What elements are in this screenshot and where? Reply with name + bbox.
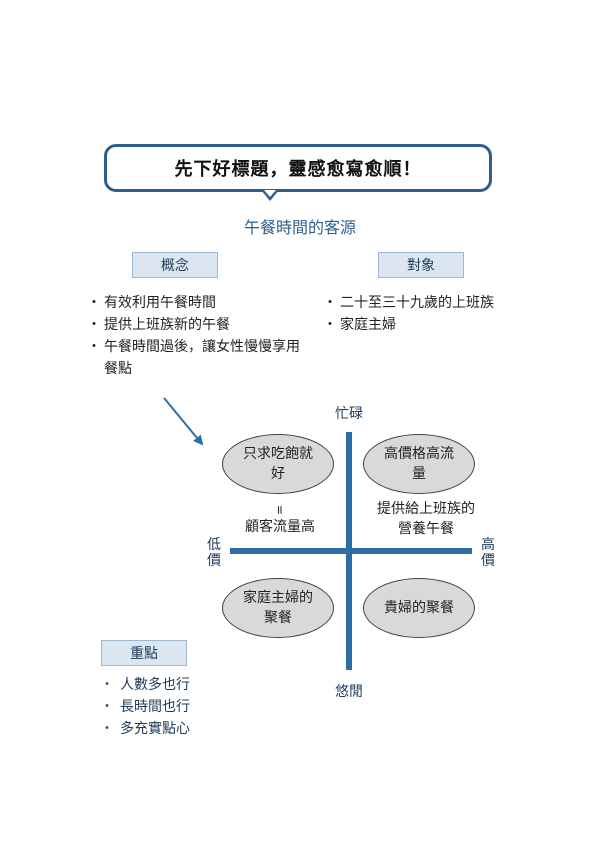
page-title: 先下好標題，靈感愈寫愈順！ [174,159,422,180]
quadrant-bottom-left: 家庭主婦的聚餐 [222,578,334,638]
quadrant-top-left: 只求吃飽就好 [222,434,334,494]
target-list: 二十至三十九歲的上班族 家庭主婦 [323,292,556,336]
concept-item: 有效利用午餐時間 [87,292,310,314]
axis-right-label: 高價 [481,537,495,569]
title-bubble: 先下好標題，靈感愈寫愈順！ [104,144,492,192]
concept-list: 有效利用午餐時間 提供上班族新的午餐 午餐時間過後，讓女性慢慢享用餐點 [87,292,310,380]
key-point-item: 多充實點心 [100,718,282,740]
top-right-note: 提供給上班族的營養午餐 [377,501,475,537]
top-left-note: 顧客流量高 [245,519,315,535]
quadrant-bottom-right: 貴婦的聚餐 [363,578,475,638]
target-item: 家庭主婦 [323,314,556,336]
axis-left-label: 低價 [207,537,221,569]
axis-top-label: 忙碌 [335,406,363,422]
key-point-item: 長時間也行 [100,696,282,718]
key-points-tag: 重點 [101,640,187,666]
concept-item: 提供上班族新的午餐 [87,314,310,336]
axis-bottom-label: 悠閒 [335,684,363,700]
target-tag: 對象 [378,252,464,278]
quadrant-top-right: 高價格高流量 [363,434,475,494]
key-point-item: 人數多也行 [100,674,282,696]
concept-tag: 概念 [132,252,218,278]
concept-item: 午餐時間過後，讓女性慢慢享用餐點 [87,336,310,380]
key-points-list: 人數多也行 長時間也行 多充實點心 [100,674,282,740]
target-item: 二十至三十九歲的上班族 [323,292,556,314]
pointer-arrow [163,397,204,446]
bubble-tail [261,190,279,201]
subtitle: 午餐時間的客源 [243,218,356,237]
